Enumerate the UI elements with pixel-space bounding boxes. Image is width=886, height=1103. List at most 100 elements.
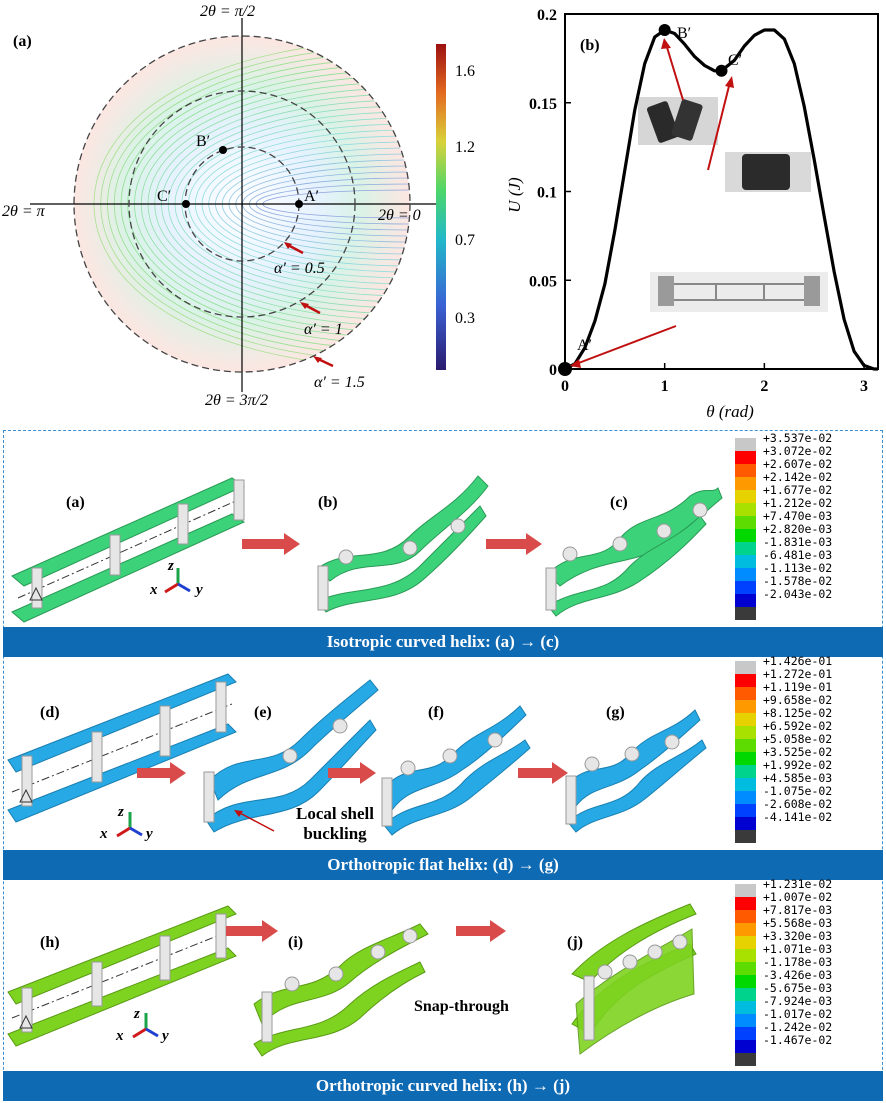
legend-value: -1.113e-02 <box>763 561 833 575</box>
photo-c-state <box>725 152 811 192</box>
triad-x: x <box>115 1028 124 1044</box>
legend-value: +7.817e-03 <box>763 903 833 917</box>
fig-label: (d) <box>40 704 60 721</box>
legend-value: -1.242e-02 <box>763 1020 833 1034</box>
colorbar-tick: 0.3 <box>455 310 475 327</box>
legend-swatch <box>735 830 756 843</box>
polar-energy-map: A′ B′ C′ (a) 2θ = π/2 2θ = π 2θ = 0 2θ =… <box>2 3 475 409</box>
legend-swatch <box>735 451 756 464</box>
row-banner: Orthotropic curved helix: (h) → (j) <box>3 1071 883 1101</box>
legend-value: +5.568e-03 <box>763 916 833 930</box>
legend-swatch <box>735 804 756 817</box>
legend-swatch <box>735 438 756 451</box>
x-tick-label: 2 <box>760 378 768 395</box>
axis-left-label: 2θ = π <box>2 203 46 220</box>
legend-swatch <box>735 752 756 765</box>
transition-arrow <box>456 920 506 942</box>
arrowhead-c <box>725 76 734 88</box>
transition-arrow <box>518 762 568 784</box>
point-b-label: B′ <box>196 133 210 150</box>
legend-value: +3.320e-03 <box>763 929 833 943</box>
legend-swatch <box>735 739 756 752</box>
triad-x: x <box>99 826 108 842</box>
fig-label: (a) <box>66 494 85 511</box>
transition-arrow <box>137 762 186 784</box>
point-a <box>295 200 303 208</box>
y-tick-label: 0.05 <box>529 273 557 290</box>
legend-value: +1.426e-01 <box>763 654 833 668</box>
colorbar <box>436 44 446 370</box>
photo-b-state <box>638 97 718 145</box>
legend-swatch <box>735 490 756 503</box>
legend-value: +1.119e-01 <box>763 680 833 694</box>
legend-value: -6.481e-03 <box>763 548 833 562</box>
legend-value: -1.178e-03 <box>763 955 833 969</box>
triad-z: z <box>117 804 124 820</box>
axis-bottom-label: 2θ = 3π/2 <box>205 392 268 409</box>
legend-swatch <box>735 581 756 594</box>
legend-value: -1.075e-02 <box>763 784 833 798</box>
triad-y: y <box>160 1028 169 1044</box>
legend-value: +7.470e-03 <box>763 509 833 523</box>
legend-swatch <box>735 936 756 949</box>
transition-arrow <box>328 762 376 784</box>
colorbar-tick: 0.7 <box>455 232 475 249</box>
legend-value: -2.043e-02 <box>763 587 833 601</box>
legend-value: +6.592e-02 <box>763 719 833 733</box>
fig-label: (f) <box>428 704 444 721</box>
legend-swatch <box>735 503 756 516</box>
legend-swatch <box>735 791 756 804</box>
triad-y: y <box>194 582 203 598</box>
x-tick-label: 3 <box>860 378 868 395</box>
legend-swatch <box>735 700 756 713</box>
arrowhead-alpha-1-5 <box>313 356 322 363</box>
legend-value: -3.426e-03 <box>763 968 833 982</box>
legend-value: +3.525e-02 <box>763 745 833 759</box>
legend-swatch <box>735 555 756 568</box>
triad-z: z <box>167 558 174 574</box>
curve-point-a-label: A′ <box>577 337 592 354</box>
legend-value: -1.578e-02 <box>763 574 833 588</box>
legend-value: +1.071e-03 <box>763 942 833 956</box>
legend-swatch <box>735 464 756 477</box>
curve-point-c-label: C′ <box>728 52 742 69</box>
row-orthotropic-flat-figures: z x y <box>7 673 707 842</box>
legend-value: +2.142e-02 <box>763 470 833 484</box>
arrowhead-alpha-0-5 <box>284 242 292 249</box>
fig-label: (j) <box>567 934 583 951</box>
legend-value: +3.537e-02 <box>763 431 833 445</box>
snap-through-note: Snap-through <box>414 998 509 1015</box>
local-shell-buckling-note: Local shell buckling <box>296 804 374 843</box>
colorbar-tick: 1.6 <box>455 63 475 80</box>
legend-swatch <box>735 1027 756 1040</box>
legend-value: -1.017e-02 <box>763 1007 833 1021</box>
alpha-1-label: α′ = 1 <box>304 321 343 338</box>
legend-value: +8.125e-02 <box>763 706 833 720</box>
fig-label: (i) <box>288 934 304 951</box>
legend-swatch <box>735 542 756 555</box>
legend-swatch <box>735 778 756 791</box>
legend-value: -4.141e-02 <box>763 810 833 824</box>
photo-a-state <box>650 272 828 312</box>
fig-label: (c) <box>610 494 628 511</box>
curve-layer <box>558 23 878 376</box>
axis-right-label: 2θ = 0 <box>378 207 421 224</box>
legend-value: +1.677e-02 <box>763 483 833 497</box>
alpha-0-5-label: α′ = 0.5 <box>274 260 325 277</box>
row-banner: Isotropic curved helix: (a) → (c) <box>3 627 883 657</box>
triad-x: x <box>149 582 158 598</box>
legend-swatch <box>735 988 756 1001</box>
transition-arrow <box>242 533 300 555</box>
legend-value: +1.272e-01 <box>763 667 833 681</box>
legend-value: +9.658e-02 <box>763 693 833 707</box>
fig-label: (g) <box>606 704 625 721</box>
point-c <box>182 200 190 208</box>
legend-swatch <box>735 568 756 581</box>
arrow-to-b <box>665 43 684 101</box>
alpha-1-5-label: α′ = 1.5 <box>314 374 365 391</box>
point-a-label: A′ <box>304 188 319 205</box>
legend-value: +5.058e-02 <box>763 732 833 746</box>
fig-label: (e) <box>254 704 272 721</box>
arrow-to-c <box>707 81 731 171</box>
legend-value: -1.467e-02 <box>763 1033 833 1047</box>
